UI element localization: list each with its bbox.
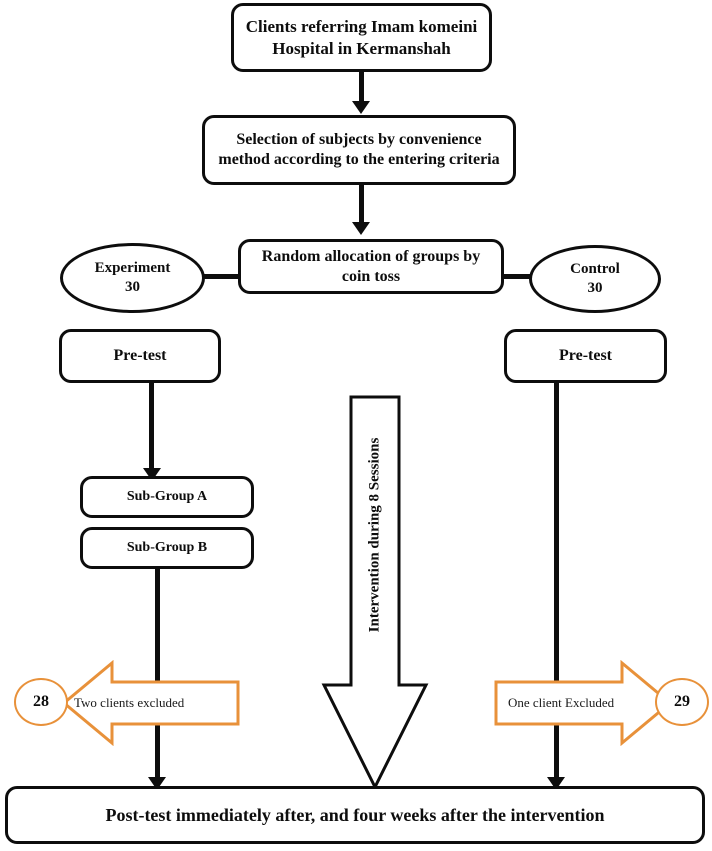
node-pretest-control: Pre-test: [504, 329, 667, 383]
node-clients-referring-label: Clients referring Imam komeini Hospital …: [245, 17, 478, 58]
connector-clients-to-selection: [359, 72, 364, 102]
node-control-group: Control 30: [529, 245, 661, 313]
connector-pretest-control-to-posttest: [554, 383, 559, 782]
node-selection-of-subjects: Selection of subjects by convenience met…: [202, 115, 516, 185]
remaining-count-control: 29: [655, 678, 709, 726]
remaining-count-experiment: 28: [14, 678, 68, 726]
connector-allocation-to-control: [503, 274, 541, 279]
remaining-count-control-value: 29: [674, 693, 690, 710]
connector-subgroup-b-to-posttest: [155, 569, 160, 782]
exclusion-arrow-right-shape: [494, 660, 673, 746]
intervention-arrow-label: Intervention during 8 Sessions: [366, 437, 383, 633]
node-random-allocation: Random allocation of groups by coin toss: [238, 239, 504, 294]
exclusion-arrow-left-label: Two clients excluded: [74, 695, 185, 710]
node-experiment-group: Experiment 30: [60, 243, 205, 313]
remaining-count-experiment-value: 28: [33, 693, 49, 710]
node-subgroup-b-label: Sub-Group B: [126, 540, 208, 556]
arrowhead-clients-to-selection: [352, 101, 370, 114]
node-clients-referring: Clients referring Imam komeini Hospital …: [231, 3, 492, 72]
node-subgroup-a: Sub-Group A: [80, 476, 254, 518]
node-experiment-group-label: Experiment 30: [94, 260, 171, 295]
node-subgroup-b: Sub-Group B: [80, 527, 254, 569]
exclusion-arrow-right-label: One client Excluded: [508, 695, 615, 710]
exclusion-arrow-left-shape: [61, 660, 240, 746]
connector-selection-to-allocation: [359, 185, 364, 223]
arrowhead-selection-to-allocation: [352, 222, 370, 235]
node-selection-of-subjects-label: Selection of subjects by convenience met…: [218, 131, 500, 168]
node-subgroup-a-label: Sub-Group A: [126, 489, 208, 505]
node-posttest-label: Post-test immediately after, and four we…: [105, 804, 605, 825]
connector-pretest-to-subgroup-a: [149, 383, 154, 471]
node-pretest-experiment: Pre-test: [59, 329, 221, 383]
node-posttest: Post-test immediately after, and four we…: [5, 786, 705, 844]
intervention-arrow-shape: [321, 395, 429, 790]
node-control-group-label: Control 30: [570, 261, 620, 296]
node-pretest-control-label: Pre-test: [559, 347, 612, 364]
node-pretest-experiment-label: Pre-test: [113, 347, 167, 364]
node-random-allocation-label: Random allocation of groups by coin toss: [261, 247, 481, 285]
connector-allocation-to-experiment: [198, 274, 240, 279]
